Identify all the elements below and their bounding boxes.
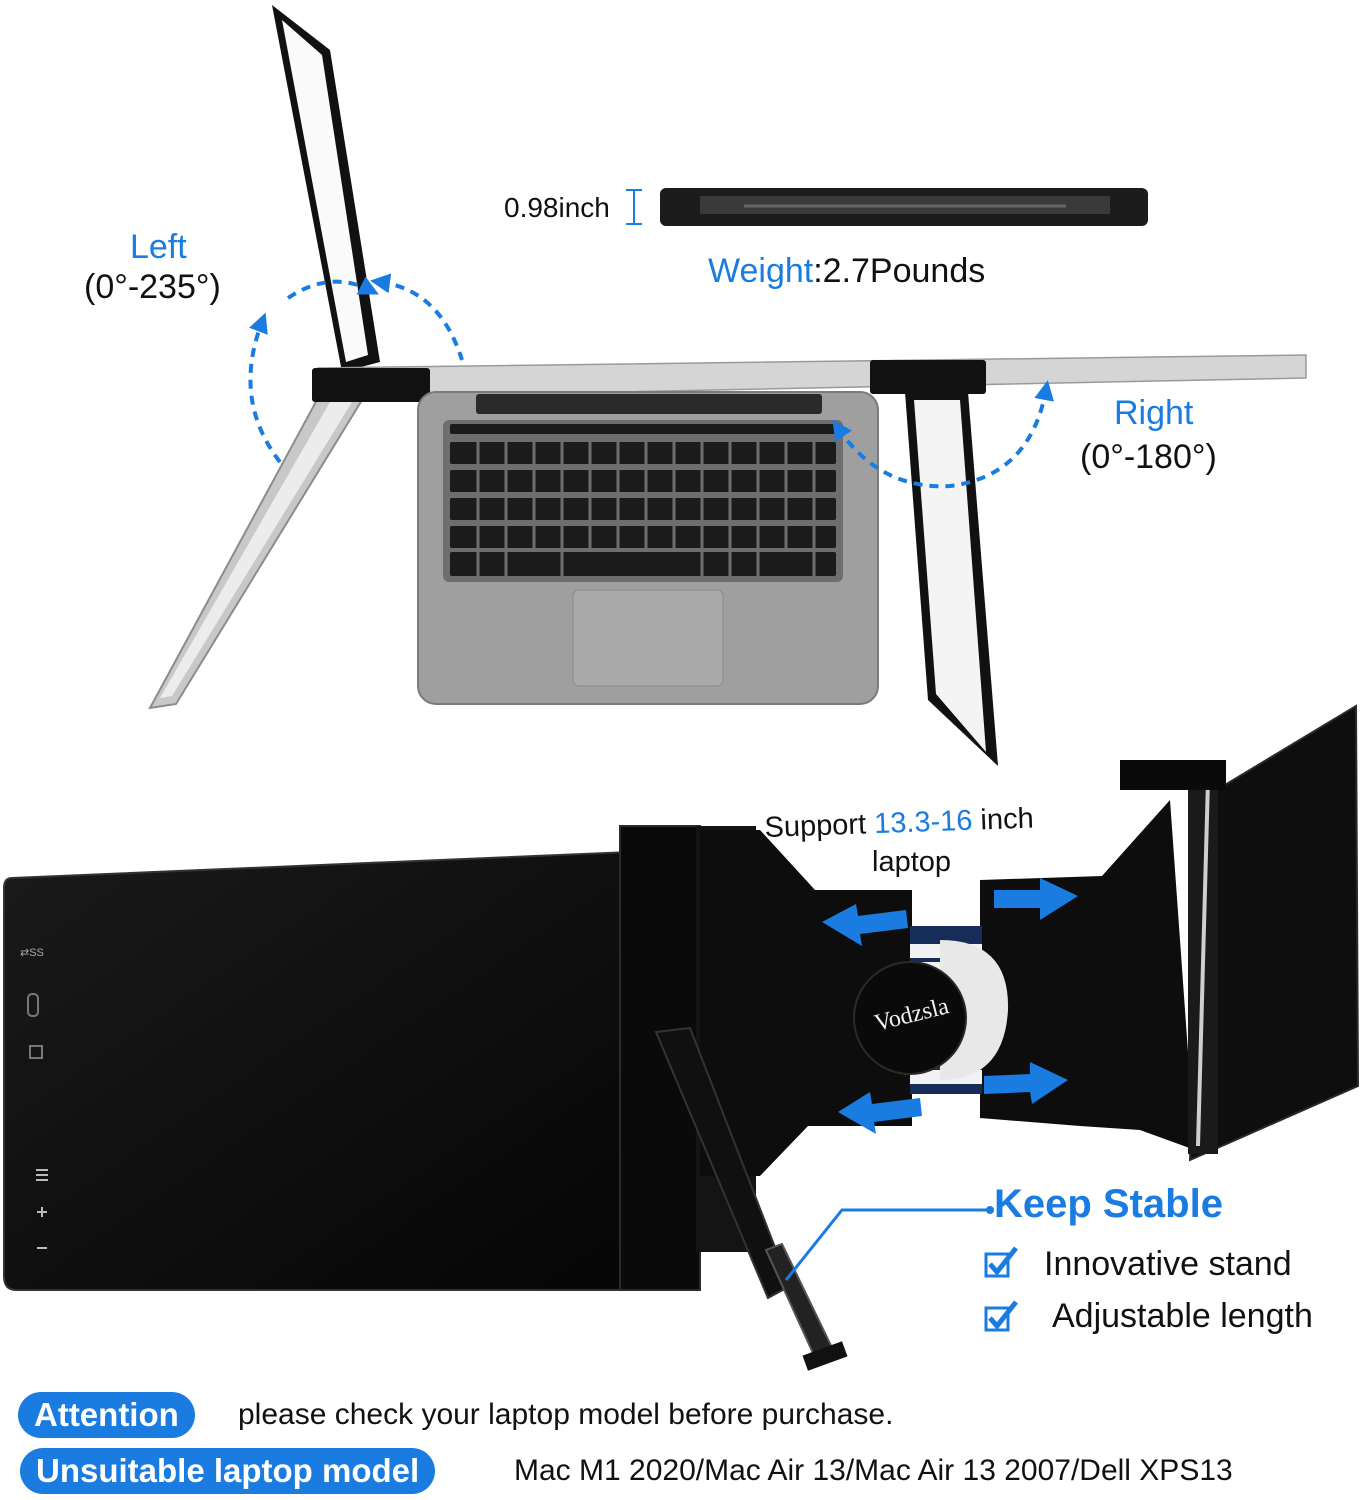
support-prefix: Support (764, 808, 867, 844)
weight-value: :2.7Pounds (813, 252, 986, 290)
right-rotation-title: Right (1114, 394, 1194, 432)
support-laptop: laptop (872, 846, 952, 878)
support-suffix: inch (979, 802, 1035, 837)
feature-innovative-stand: Innovative stand (1044, 1245, 1292, 1283)
laptop-trackpad (572, 589, 724, 687)
bracket-right (980, 800, 1195, 1150)
power-port-icon (29, 1045, 43, 1059)
left-hinge-block (312, 368, 430, 402)
weight-label: Weight (708, 252, 814, 290)
usb-ss-label: ⇄SS (20, 947, 44, 959)
left-rotate-arrow-3 (370, 273, 464, 361)
check-icon-2 (984, 1300, 1018, 1332)
weight-line: Weight:2.7Pounds (708, 252, 985, 291)
device-back-view (3, 704, 1360, 1371)
keyboard-keys (450, 424, 836, 576)
extension-arrows (822, 878, 1078, 1134)
keep-stable-title: Keep Stable (994, 1182, 1223, 1226)
check-icon-1 (984, 1246, 1018, 1278)
right-hinge-block (870, 360, 986, 394)
right-rotation-range: (0°-180°) (1080, 438, 1217, 476)
left-rotate-arrow-2 (248, 312, 282, 464)
attention-text: please check your laptop model before pu… (238, 1398, 894, 1431)
left-panel (3, 850, 644, 1291)
thickness-label: 0.98inch (504, 192, 610, 223)
unsuitable-badge: Unsuitable laptop model (20, 1448, 436, 1494)
right-rotate-arrow (832, 380, 1054, 489)
left-rotation-title: Left (130, 228, 187, 266)
thickness-bar (626, 188, 1148, 226)
left-rotation-range: (0°-235°) (84, 268, 221, 306)
attention-badge: Attention (18, 1392, 195, 1438)
stand-callout-line (784, 1208, 990, 1281)
brand-logo (853, 961, 967, 1075)
usb-c-port-icon (27, 993, 39, 1017)
feature-adjustable-length: Adjustable length (1052, 1297, 1313, 1335)
support-size: 13.3-16 (873, 804, 973, 841)
right-clip (1120, 760, 1226, 790)
usb-ss-text: SS (29, 947, 44, 959)
plus-button-icon (37, 1207, 47, 1217)
unsuitable-models: Mac M1 2020/Mac Air 13/Mac Air 13 2007/D… (514, 1454, 1233, 1487)
top-view-setup (148, 5, 1307, 766)
menu-button-icon (36, 1169, 48, 1181)
